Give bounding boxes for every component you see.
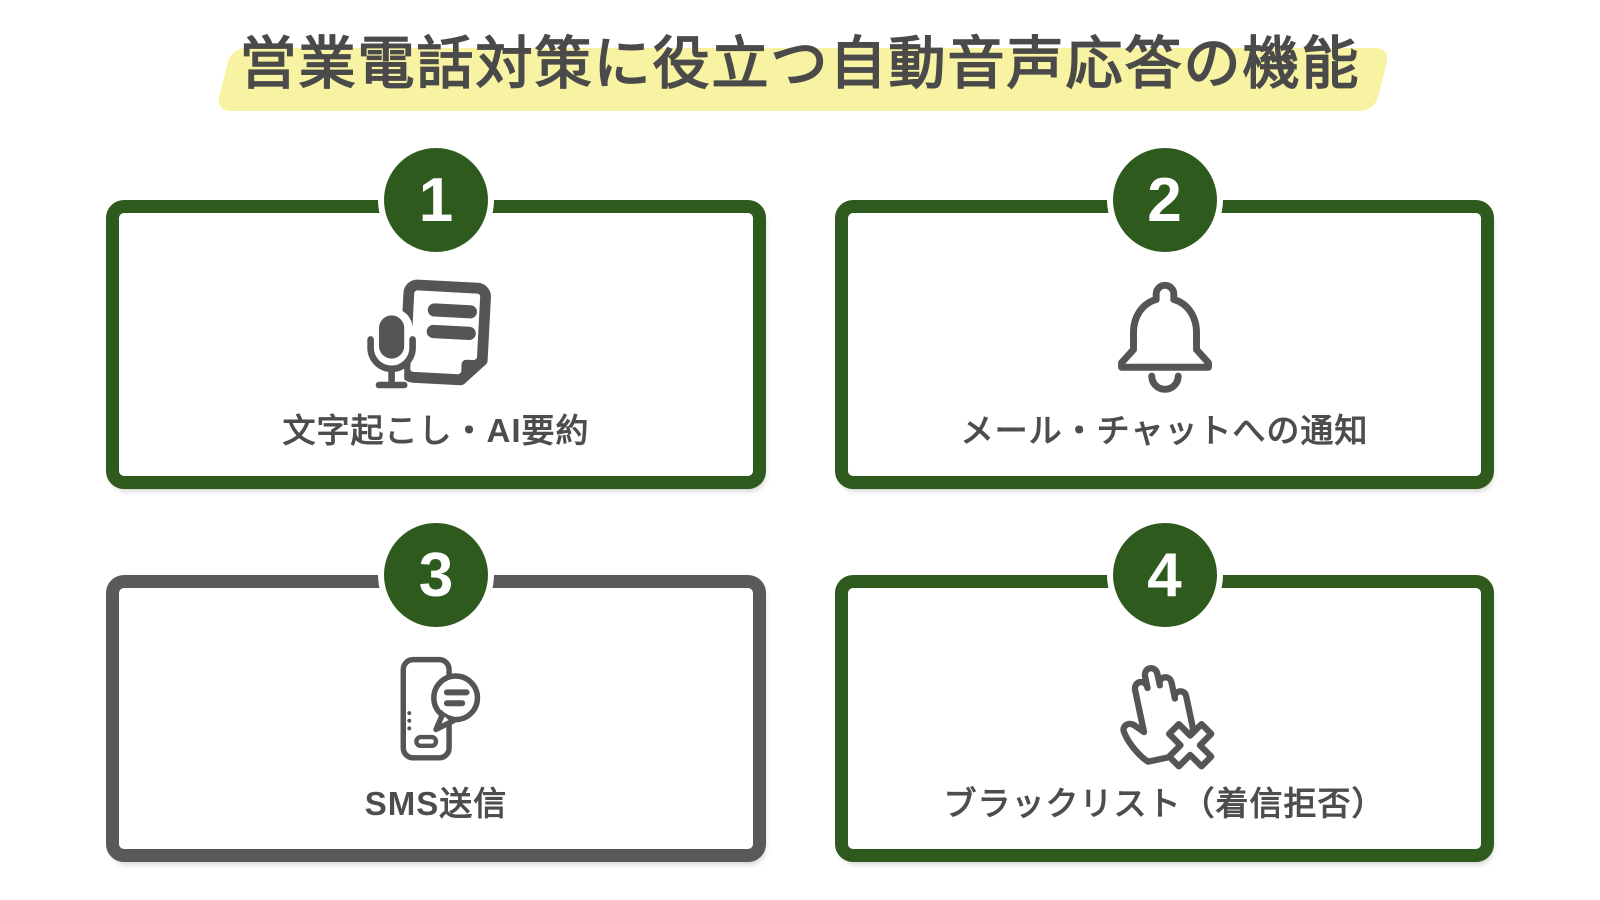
number-badge: 3 — [378, 517, 494, 633]
feature-card-sms: 3 SMS送信 — [106, 517, 766, 862]
feature-card-transcription: 1 文字起こし・AI要約 — [106, 142, 766, 489]
number-badge: 4 — [1106, 517, 1223, 633]
badge-number: 4 — [1147, 540, 1182, 610]
bell-icon — [848, 271, 1481, 403]
page-title-text: 営業電話対策に役立つ自動音声応答の機能 — [239, 32, 1361, 96]
hand-block-icon — [848, 646, 1481, 778]
card-label: 文字起こし・AI要約 — [282, 412, 590, 449]
card-label: メール・チャットへの通知 — [960, 412, 1369, 449]
smartphone-chat-icon — [119, 646, 753, 778]
page-title: 営業電話対策に役立つ自動音声応答の機能 — [215, 26, 1391, 111]
feature-card-blacklist: 4 ブラックリスト（着信拒否） — [835, 517, 1494, 862]
microphone-document-icon — [119, 271, 753, 403]
badge-number: 1 — [418, 165, 454, 235]
badge-number: 2 — [1147, 165, 1182, 235]
badge-number: 3 — [418, 540, 454, 610]
card-label: ブラックリスト（着信拒否） — [943, 785, 1386, 822]
number-badge: 2 — [1106, 142, 1223, 258]
card-label: SMS送信 — [364, 785, 508, 822]
feature-card-notification: 2 メール・チャットへの通知 — [835, 142, 1494, 489]
number-badge: 1 — [378, 142, 494, 258]
